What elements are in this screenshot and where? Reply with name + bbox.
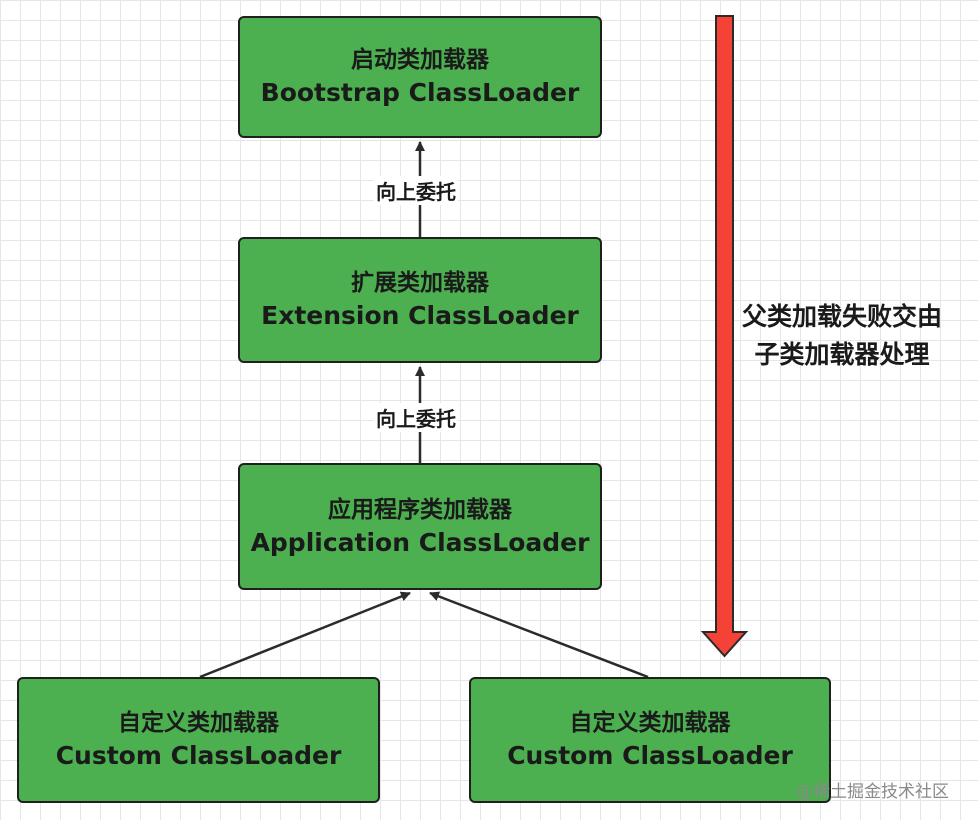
extension-cn-label: 扩展类加载器 <box>351 270 489 296</box>
application-cn-label: 应用程序类加载器 <box>328 496 512 523</box>
bootstrap-en-label: Bootstrap ClassLoader <box>260 78 580 107</box>
edge-custom-right-to-application <box>429 591 649 679</box>
custom-right-en-label: Custom ClassLoader <box>507 741 793 770</box>
bootstrap-classloader-node: 启动类加载器 Bootstrap ClassLoader <box>238 16 602 138</box>
fallback-note-line2: 子类加载器处理 <box>754 340 930 369</box>
extension-en-label: Extension ClassLoader <box>261 301 579 330</box>
custom-classloader-right-node: 自定义类加载器 Custom ClassLoader <box>469 677 831 803</box>
application-classloader-node: 应用程序类加载器 Application ClassLoader <box>238 463 602 590</box>
fallback-down-arrow <box>700 15 749 658</box>
fallback-note-line1: 父类加载失败交由 <box>742 302 943 331</box>
delegate-up-label-middle: 向上委托 <box>374 403 458 432</box>
watermark: @稀土掘金技术社区 <box>796 782 949 802</box>
custom-classloader-left-node: 自定义类加载器 Custom ClassLoader <box>17 677 380 803</box>
application-en-label: Application ClassLoader <box>250 527 590 557</box>
delegate-up-label-top: 向上委托 <box>374 176 458 205</box>
bootstrap-cn-label: 启动类加载器 <box>351 47 489 73</box>
edge-custom-left-to-application <box>199 591 411 679</box>
extension-classloader-node: 扩展类加载器 Extension ClassLoader <box>238 237 602 363</box>
custom-right-cn-label: 自定义类加载器 <box>569 710 731 736</box>
custom-left-cn-label: 自定义类加载器 <box>118 710 279 736</box>
fallback-note: 父类加载失败交由 子类加载器处理 <box>742 298 942 374</box>
custom-left-en-label: Custom ClassLoader <box>55 741 342 770</box>
